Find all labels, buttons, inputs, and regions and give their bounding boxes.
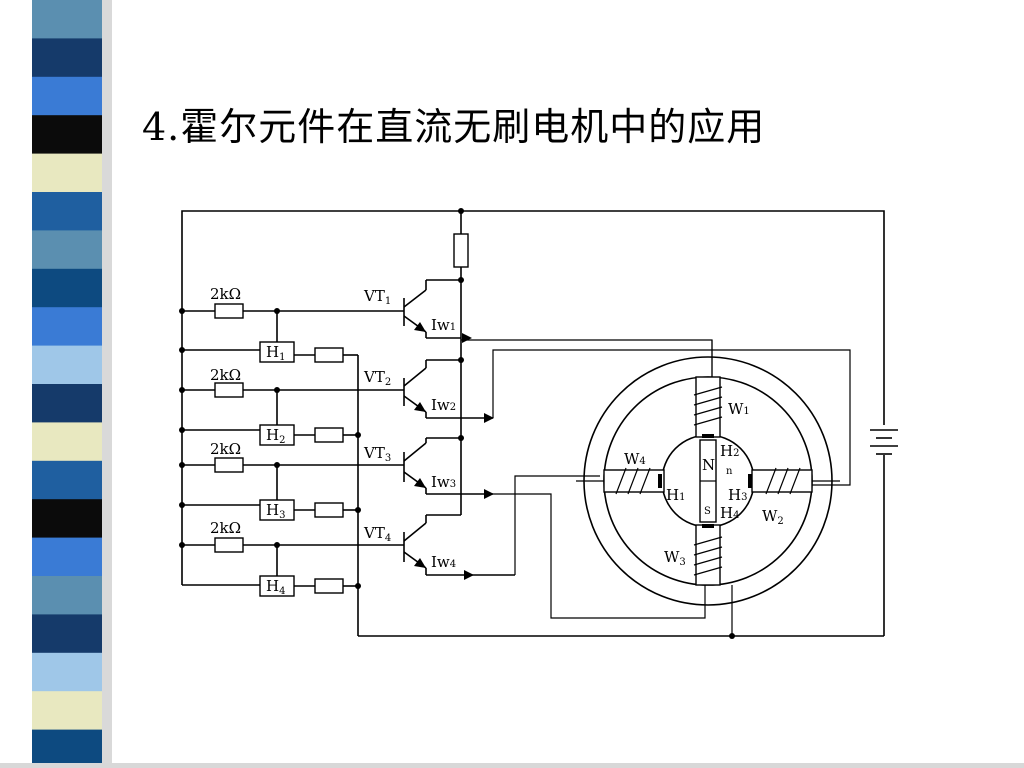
pole-left [603,469,665,493]
hall-label-3: H3 [266,501,285,521]
hall-element-left [658,474,662,488]
stripe-band [32,384,102,423]
pole-bottom [695,524,721,586]
stripe-band [32,729,102,768]
resistor-label-2: 2kΩ [210,366,241,384]
junction-dot [458,208,464,214]
rotor-speed-label: n [726,466,733,477]
winding-label-4: W4 [624,450,646,468]
stripe-band [32,537,102,577]
battery-symbol [870,429,898,455]
resistor-label-3: 2kΩ [210,440,241,458]
slide-bottom-border [0,763,1024,768]
transistor-label-1: VT1 [363,287,391,307]
base-resistor-4 [214,537,244,553]
driver-row-3: 2kΩ VT3 H3 Iw3 [179,435,706,619]
base-resistor-3 [214,457,244,473]
transistor-label-3: VT3 [363,444,391,464]
stripe-band [32,38,102,78]
stripe-band [32,345,102,385]
top-rail-wire [181,210,885,585]
pole-right [751,469,813,493]
pole-top [695,376,721,438]
page-title: 4.霍尔元件在直流无刷电机中的应用 [142,105,766,149]
current-label-1: Iw1 [431,316,456,334]
transistor-label-2: VT2 [363,368,391,388]
hall-element-bottom [702,524,714,528]
hall-resistor-3 [314,502,344,518]
winding-label-3: W3 [664,548,686,568]
hall-sensor-box-1 [259,341,295,363]
decorative-stripe [32,0,112,768]
current-label-3: Iw3 [431,473,456,491]
stripe-band [32,230,102,270]
hall-element-right [748,474,752,488]
driver-row-1: 2kΩ VT1 H1 Iw1 [179,277,713,420]
resistor-label-1: 2kΩ [210,285,241,303]
motor-hall-label-2: H2 [720,442,739,460]
supply-resistor [453,233,469,268]
hall-label-4: H4 [266,577,285,597]
stripe-band [32,460,102,500]
driver-row-4: 2kΩ VT4 H4 Iw4 [179,475,600,597]
base-resistor-1 [214,303,244,319]
stripe-band [32,153,102,193]
motor-hall-label-4: H4 [720,504,739,522]
hall-label-2: H2 [266,426,285,446]
stripe-shadow [102,0,112,768]
stripe-band [32,76,102,116]
stripe-band [32,422,102,462]
hall-element-top [702,434,714,438]
stripe-band [32,115,102,155]
motor-hall-label-3: H3 [728,486,747,504]
resistor-label-4: 2kΩ [210,519,241,537]
current-label-2: Iw2 [431,396,456,414]
transistor-label-4: VT4 [363,524,391,544]
stripe-band [32,0,102,39]
stripe-band [32,192,102,231]
pole-n-label: N [702,456,715,474]
stripe-band [32,652,102,692]
pole-s-label: S [704,506,711,517]
winding-label-2: W2 [762,507,784,527]
stripe-band [32,614,102,654]
hall-resistor-1 [314,347,344,363]
base-resistor-2 [214,382,244,398]
stripe-band [32,691,102,731]
hall-label-1: H1 [266,343,285,363]
hall-resistor-4 [314,578,344,594]
stripe-band [32,499,102,539]
winding-label-1: W1 [728,400,750,418]
stripe-band [32,307,102,347]
stripe-band [32,268,102,308]
current-label-4: Iw4 [431,553,456,571]
driver-row-2: 2kΩ VT2 H2 Iw2 [179,349,851,486]
winding-hatch [615,386,801,576]
hall-resistor-2 [314,427,344,443]
bldc-motor: N S n W1 W2 W3 W4 H1 H2 H3 H4 [576,340,840,639]
motor-hall-label-1: H1 [666,486,685,504]
stripe-band [32,576,102,615]
